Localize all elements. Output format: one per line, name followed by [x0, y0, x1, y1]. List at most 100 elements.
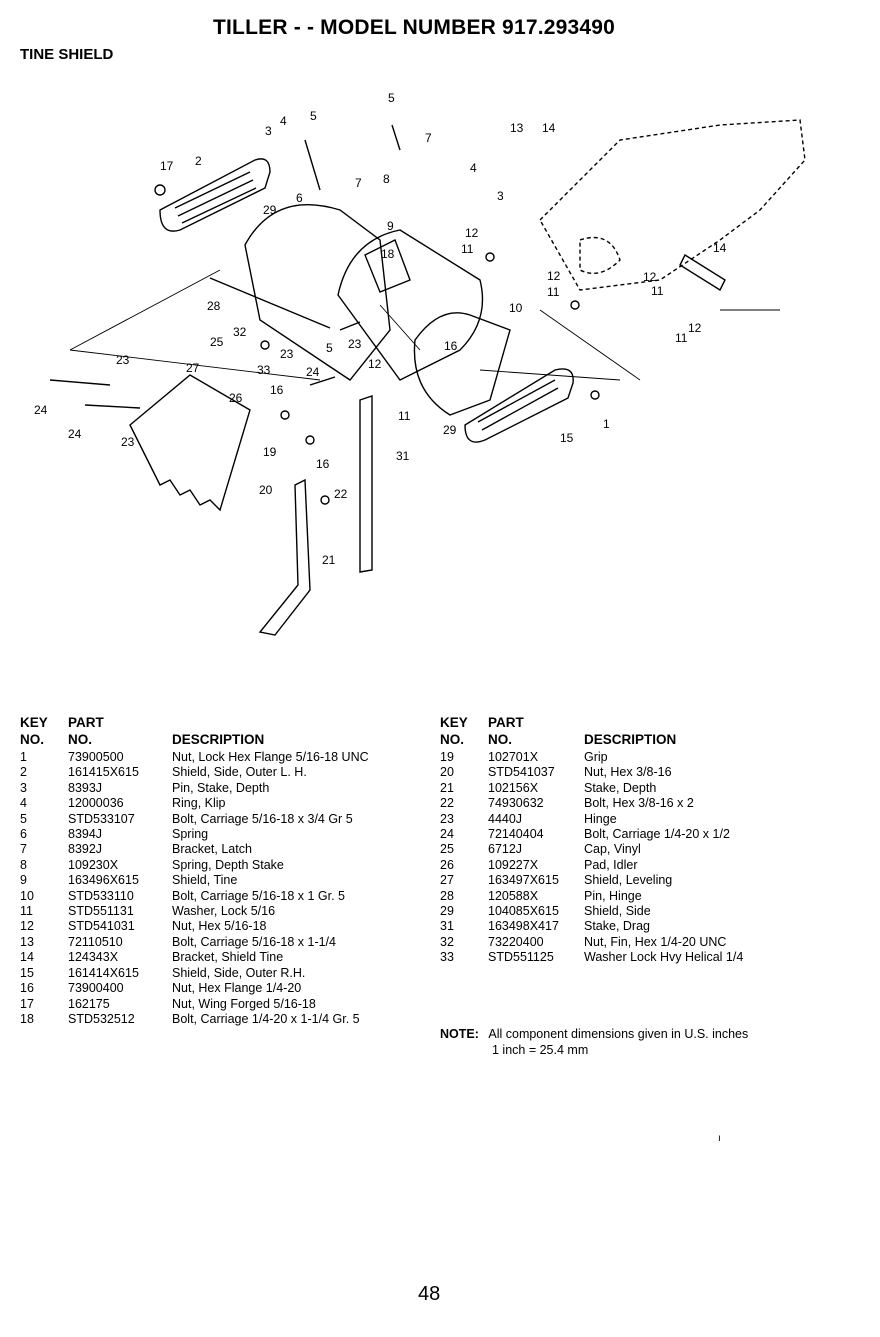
part-number-cell: 163497X615: [488, 873, 559, 888]
key-cell: 20: [440, 765, 454, 780]
description-cell: Ring, Klip: [172, 796, 226, 811]
description-cell: Pad, Idler: [584, 857, 638, 872]
description-cell: Spring, Depth Stake: [172, 857, 284, 872]
description-cell: Washer Lock Hvy Helical 1/4: [584, 950, 744, 965]
key-cell: 4: [20, 796, 27, 811]
callout-21: 21: [322, 553, 336, 567]
callout-3b: 3: [497, 189, 504, 203]
part-number-cell: STD551131: [68, 904, 134, 919]
callout-2: 2: [195, 154, 202, 168]
description-cell: Grip: [584, 750, 608, 764]
table-header-line2: NO. NO. DESCRIPTION: [20, 731, 430, 748]
description-cell: Nut, Hex 5/16-18: [172, 919, 267, 934]
table-header-line2: NO. NO. DESCRIPTION: [440, 731, 860, 748]
callout-11: 11: [461, 242, 474, 256]
part-number-cell: 163496X615: [68, 873, 139, 888]
key-header-no: NO.: [20, 732, 45, 747]
callout-16c: 16: [316, 457, 330, 471]
callout-26: 26: [229, 391, 243, 405]
key-cell: 21: [440, 780, 454, 795]
key-cell: 19: [440, 750, 454, 764]
callout-23c: 23: [348, 337, 362, 351]
callout-9: 9: [387, 219, 394, 233]
description-cell: Nut, Fin, Hex 1/4-20 UNC: [584, 934, 727, 949]
callout-6: 6: [296, 191, 303, 205]
section-title: TINE SHIELD: [20, 46, 114, 63]
key-cell: 22: [440, 796, 454, 811]
left-side-shield-shape: [159, 158, 271, 232]
key-header-no: NO.: [440, 732, 465, 747]
table-row: 21 102156X Stake, Depth: [440, 781, 860, 796]
description-cell: Bracket, Shield Tine: [172, 950, 284, 965]
callout-28: 28: [207, 299, 221, 313]
part-header: PART: [68, 715, 104, 730]
description-cell: Bolt, Carriage 1/4-20 x 1-1/4 Gr. 5: [172, 1011, 360, 1026]
description-cell: Bolt, Carriage 1/4-20 x 1/2: [584, 827, 730, 842]
callout-32: 32: [233, 325, 247, 339]
stray-mark: ı: [718, 1133, 721, 1144]
part-number-cell: 73900400: [68, 981, 124, 996]
description-cell: Spring: [172, 827, 209, 842]
callout-11d: 11: [675, 331, 688, 345]
part-number-cell: 163498X417: [488, 919, 559, 934]
callout-5b: 5: [388, 91, 395, 105]
callout-16: 16: [444, 339, 458, 353]
note-line2: 1 inch = 25.4 mm: [492, 1043, 589, 1057]
part-number-cell: 102156X: [488, 780, 539, 795]
dimensions-note: NOTE: All component dimensions given in …: [440, 1026, 748, 1058]
key-cell: 3: [20, 780, 27, 795]
description-cell: Nut, Hex Flange 1/4-20: [172, 981, 302, 996]
description-cell: Stake, Depth: [584, 780, 657, 795]
callout-18: 18: [381, 247, 395, 261]
callout-1: 1: [603, 417, 610, 431]
callout-23d: 23: [121, 435, 135, 449]
description-cell: Bolt, Carriage 5/16-18 x 1-1/4: [172, 934, 336, 949]
callout-20: 20: [259, 483, 273, 497]
key-cell: 23: [440, 811, 454, 826]
key-cell: 16: [20, 981, 34, 996]
callout-12b: 12: [547, 269, 561, 283]
part-number-cell: 8394J: [68, 827, 103, 842]
callout-22: 22: [334, 487, 348, 501]
part-header-no: NO.: [488, 732, 513, 747]
key-cell: 11: [20, 904, 33, 919]
part-number-cell: 161414X615: [68, 965, 139, 980]
key-cell: 1: [20, 750, 27, 764]
part-header: PART: [488, 715, 524, 730]
right-side-shield-shape: [464, 368, 574, 443]
part-number-cell: 104085X615: [488, 904, 559, 919]
key-cell: 17: [20, 996, 34, 1011]
callout-24: 24: [306, 365, 320, 379]
part-number-cell: STD551125: [488, 950, 554, 965]
key-cell: 8: [20, 857, 27, 872]
key-cell: 14: [20, 950, 34, 965]
key-cell: 25: [440, 842, 454, 857]
key-cell: 28: [440, 888, 454, 903]
key-cell: 5: [20, 811, 27, 826]
key-cell: 26: [440, 857, 454, 872]
callout-14: 14: [542, 121, 556, 135]
key-cell: 29: [440, 904, 454, 919]
description-cell: Pin, Hinge: [584, 888, 642, 903]
description-cell: Hinge: [584, 811, 617, 826]
key-cell: 31: [440, 919, 454, 934]
part-number-cell: 73220400: [488, 934, 544, 949]
callout-12c: 12: [643, 270, 657, 284]
